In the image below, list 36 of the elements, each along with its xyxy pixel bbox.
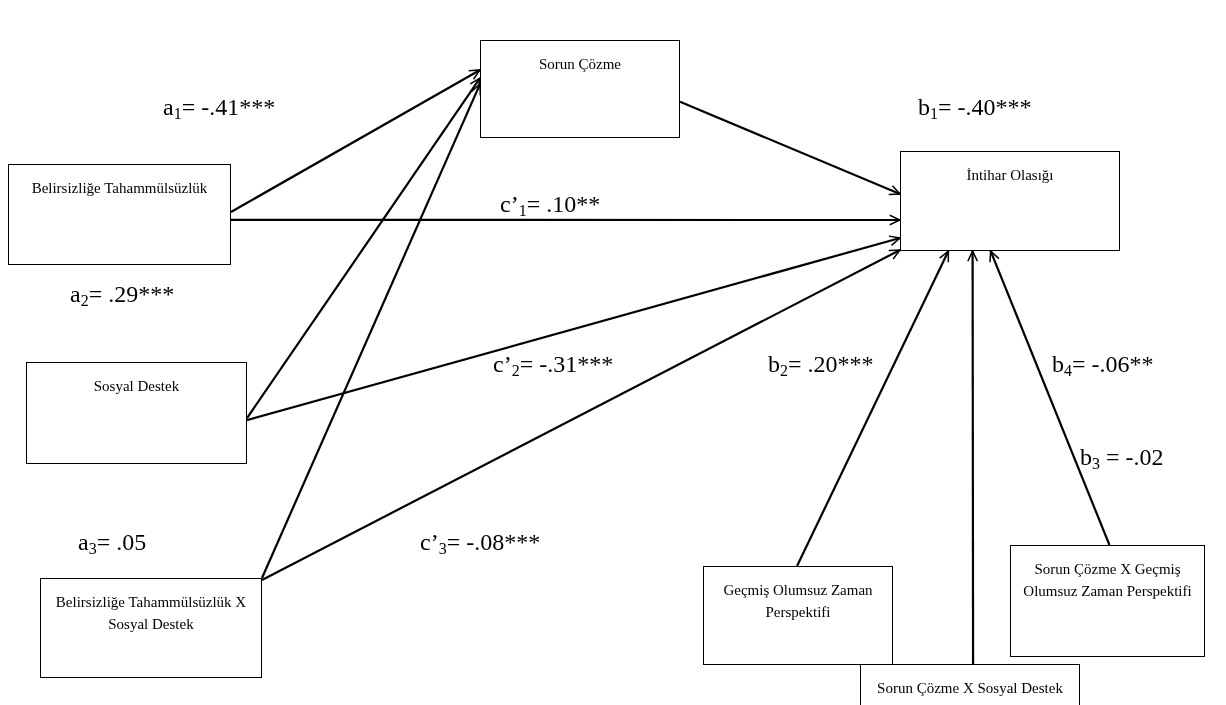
variable-box	[26, 362, 247, 464]
arrow	[231, 214, 901, 226]
variable-label: Geçmiş Olumsuz Zaman Perspektifi	[722, 581, 874, 622]
variable-label: Sorun Çözme X Geçmiş Olumsuz Zaman Perspektifi	[1022, 560, 1193, 601]
arrow	[989, 250, 1111, 546]
arrow	[246, 235, 901, 422]
path-coefficient: c’$_{2}$= -.31***	[493, 350, 614, 378]
arrow	[679, 100, 901, 196]
path-coefficient: b$_{1}$= -.40***	[918, 93, 1032, 121]
variable-label: Belirsizliğe Tahammülsüzlük X Sosyal Destek	[54, 593, 248, 634]
arrow	[230, 69, 481, 213]
path-coefficient: b$_{2}$= .20***	[768, 350, 874, 378]
variable-box	[8, 164, 231, 265]
arrow	[261, 249, 901, 581]
path-coefficient: c’$_{1}$= .10**	[500, 190, 601, 218]
variable-label: Sorun Çözme X Sosyal Destek	[877, 679, 1063, 698]
path-coefficient: c’$_{3}$= -.08***	[420, 528, 541, 556]
path-coefficient: b$_{3}$ = -.02	[1080, 443, 1164, 471]
variable-label: Sorun Çözme	[538, 55, 622, 74]
arrow	[967, 250, 979, 664]
variable-box	[40, 578, 262, 678]
variable-box	[1010, 545, 1205, 657]
variable-label: İntihar Olasığı	[966, 166, 1054, 185]
arrow	[261, 83, 481, 579]
arrow	[246, 77, 481, 419]
variable-box	[900, 151, 1120, 251]
path-coefficient: b$_{4}$= -.06**	[1052, 350, 1154, 378]
path-coefficient: a$_{2}$= .29***	[70, 280, 175, 308]
path-coefficient: a$_{3}$= .05	[78, 528, 147, 556]
variable-box	[480, 40, 680, 138]
variable-box	[860, 664, 1080, 705]
variable-label: Sosyal Destek	[93, 377, 180, 396]
variable-label: Belirsizliğe Tahammülsüzlük	[31, 179, 208, 198]
variable-box	[703, 566, 893, 665]
path-coefficient: a$_{1}$= -.41***	[163, 93, 276, 121]
arrow	[796, 250, 950, 567]
